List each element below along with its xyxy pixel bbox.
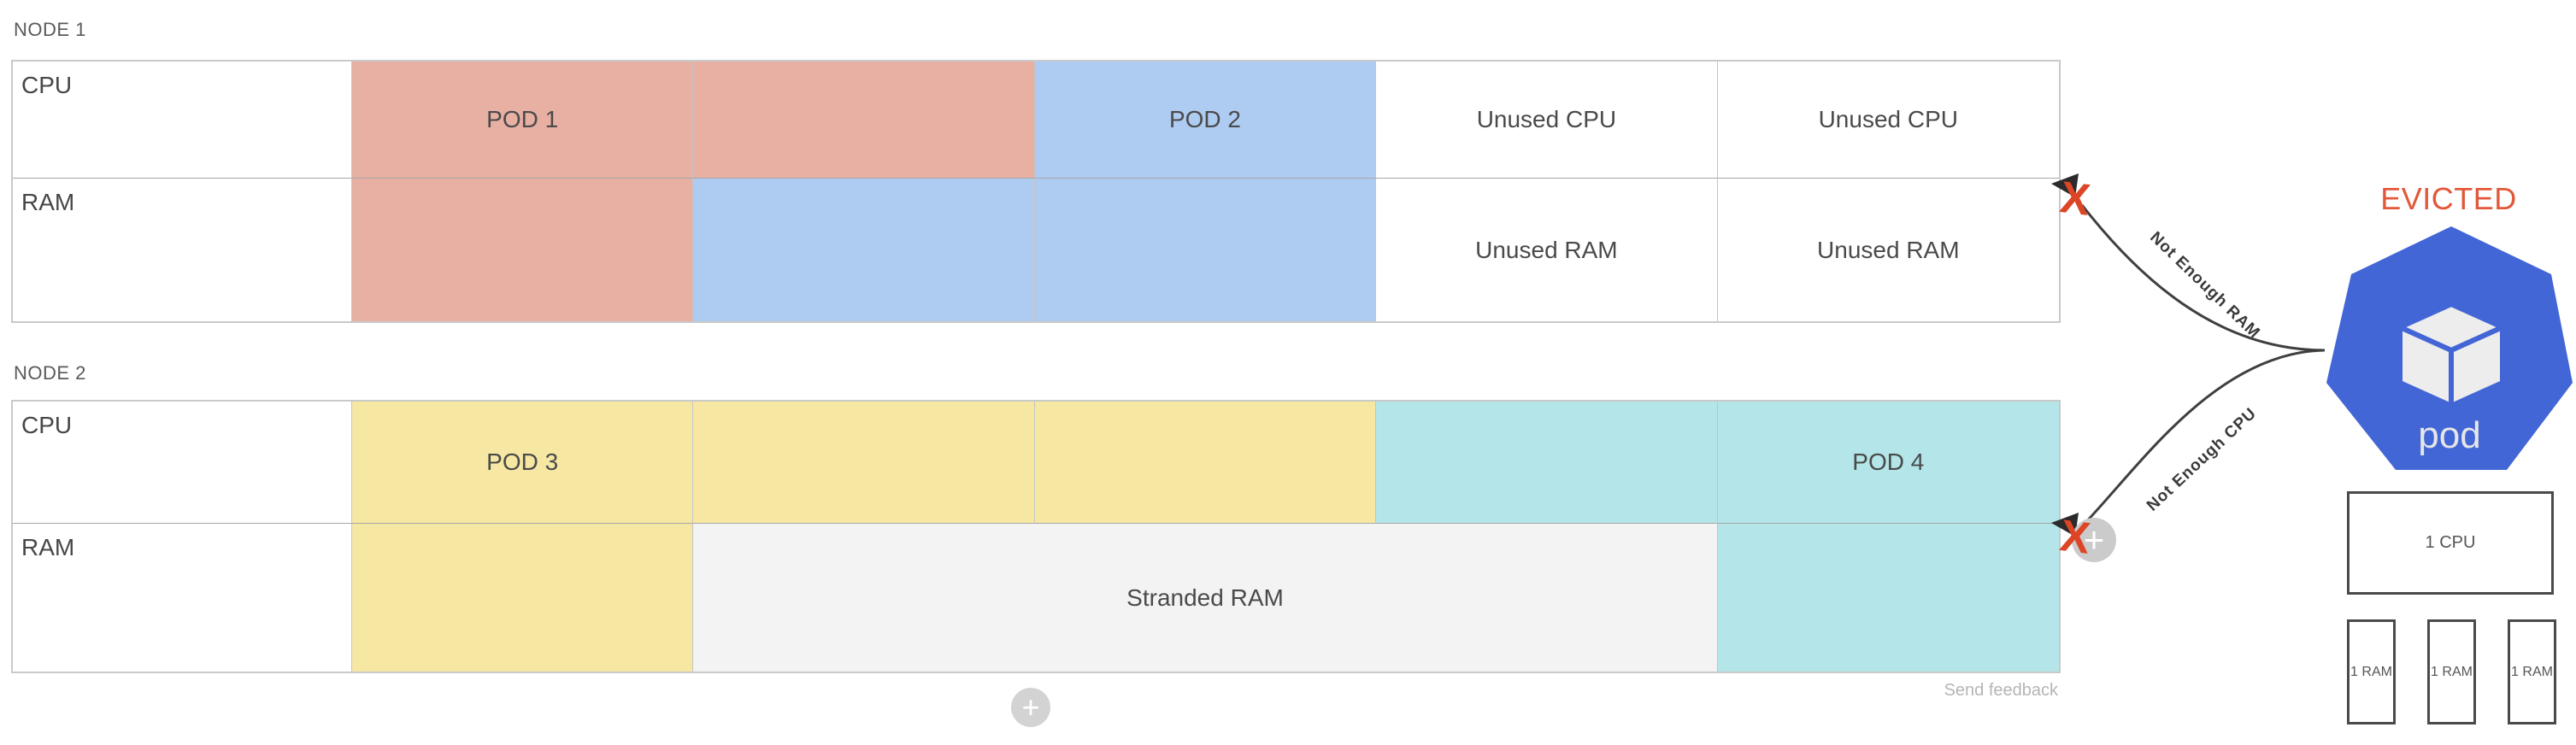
ram-request-box-3: 1 RAM	[2508, 619, 2556, 724]
node1-title: NODE 1	[14, 19, 86, 40]
pod3-cpu-cell-2	[693, 402, 1035, 524]
node2-ram-row-label: RAM	[13, 524, 352, 672]
stranded-ram-cell: Stranded RAM	[693, 524, 1718, 672]
pod-label: pod	[2418, 414, 2480, 456]
node1-cpu-row-label: CPU	[13, 62, 352, 179]
not-enough-ram-label: Not Enough RAM	[2146, 228, 2263, 342]
send-feedback-link[interactable]: Send feedback	[1944, 681, 2058, 700]
add-icon: +	[1021, 689, 1040, 724]
pod2-ram-cell-2	[1034, 179, 1377, 321]
node1-unused-cpu-cell-2: Unused CPU	[1717, 62, 2059, 179]
ram-request-box-1: 1 RAM	[2347, 619, 2396, 724]
evicted-status-label: EVICTED	[2380, 181, 2517, 216]
node2-title: NODE 2	[14, 362, 86, 384]
node2-cpu-row-label: CPU	[13, 402, 352, 524]
reject-x-node1: X	[2057, 173, 2093, 226]
pod4-cpu-cell-1	[1376, 402, 1718, 524]
node2-resource-table: CPU POD 3 POD 4 RAM Stranded RAM	[11, 400, 2061, 673]
cpu-request-box: 1 CPU	[2347, 491, 2554, 595]
add-button[interactable]: +	[1011, 688, 1050, 727]
pod2-ram-cell-1	[693, 179, 1035, 321]
node1-unused-ram-cell-1: Unused RAM	[1376, 179, 1718, 321]
pod1-cpu-cell-1: POD 1	[352, 62, 694, 179]
node1-unused-cpu-cell-1: Unused CPU	[1376, 62, 1718, 179]
plus-circle-node2	[2072, 518, 2116, 562]
pod3-cpu-cell-3	[1034, 402, 1377, 524]
pod1-ram-cell	[352, 179, 694, 321]
pod2-cpu-cell: POD 2	[1034, 62, 1377, 179]
pod3-cpu-cell-1: POD 3	[352, 402, 694, 524]
node1-resource-table: CPU POD 1 POD 2 Unused CPU Unused CPU RA…	[11, 60, 2061, 323]
pod4-ram-cell	[1717, 524, 2059, 672]
not-enough-cpu-label: Not Enough CPU	[2144, 404, 2260, 514]
connector-curve-ram	[2080, 204, 2326, 352]
arrowhead-node1-icon	[2051, 173, 2079, 197]
ram-request-box-2: 1 RAM	[2427, 619, 2476, 724]
plus-circle-node2-glyph: +	[2084, 519, 2105, 560]
pod4-cpu-cell-2: POD 4	[1717, 402, 2059, 524]
node1-unused-ram-cell-2: Unused RAM	[1817, 236, 1960, 263]
arrowhead-node2-icon	[2051, 513, 2079, 537]
container-cube-icon	[2397, 302, 2505, 408]
pod3-ram-cell	[352, 524, 694, 672]
node1-ram-row-label: RAM	[13, 179, 352, 321]
connector-curve-cpu	[2080, 349, 2326, 528]
reject-x-node2: X	[2057, 511, 2093, 564]
pod1-cpu-cell-2	[693, 62, 1035, 179]
